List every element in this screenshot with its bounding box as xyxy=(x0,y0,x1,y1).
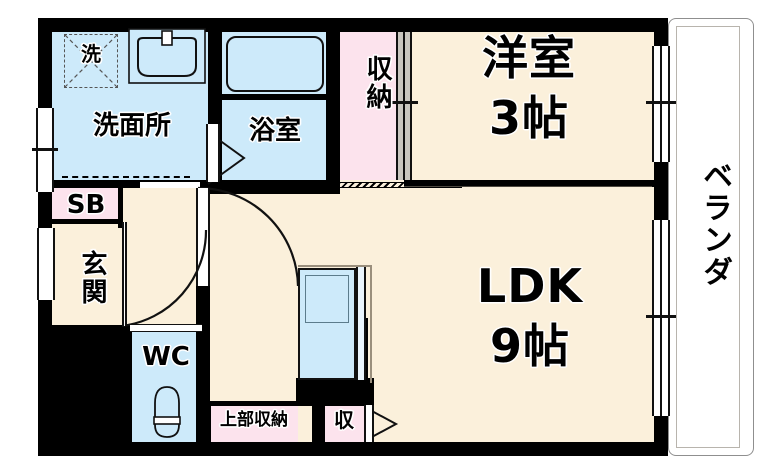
door-leaf-entrance xyxy=(122,222,127,326)
sliding-door-closet-leaf xyxy=(403,32,405,180)
bathroom-door-icon[interactable] xyxy=(206,130,248,188)
washing-machine-space-icon xyxy=(64,34,118,88)
kitchen-sink-icon xyxy=(305,275,349,323)
ldk-floor-line xyxy=(404,186,652,188)
wall-bathroom-bottom xyxy=(208,180,340,194)
wall-entrance-right xyxy=(118,188,123,228)
bathtub-icon xyxy=(226,36,324,92)
kitchen-guide-line-top xyxy=(298,265,372,267)
sliding-door-closet-mullion xyxy=(390,101,418,104)
window-washroom-mullion xyxy=(32,148,58,151)
room-upper-storage xyxy=(210,405,298,442)
closet-low-door-icon[interactable] xyxy=(368,408,400,440)
wall-upper-storage-top xyxy=(202,401,298,406)
room-ldk xyxy=(196,180,654,442)
door-swing-entrance[interactable] xyxy=(120,228,208,328)
room-bedroom xyxy=(404,32,654,180)
door-swing-ldk[interactable] xyxy=(196,186,302,286)
wall-outer-bottom xyxy=(38,442,668,456)
wall-bathtub-divider xyxy=(222,94,328,100)
veranda-inner-rail xyxy=(676,26,740,448)
wall-closet-low-left xyxy=(312,405,325,442)
kitchen-side-panel xyxy=(356,265,366,380)
room-closet-upper xyxy=(338,32,404,180)
kitchen-guide-line xyxy=(370,265,372,383)
vanity-sink-icon xyxy=(128,28,206,84)
threshold-bedroom-ldk xyxy=(338,182,462,188)
wall-kitchen-base xyxy=(296,378,374,406)
room-entrance xyxy=(52,223,120,325)
sliding-door-ldk-center-rail xyxy=(660,220,662,416)
room-closet-low xyxy=(324,405,368,442)
wall-bathroom-closet xyxy=(326,32,340,180)
door-leaf-ldk xyxy=(196,188,210,286)
toilet-door[interactable] xyxy=(130,324,202,332)
wall-toilet-left xyxy=(118,330,132,442)
sliding-door-bedroom-center-rail xyxy=(660,46,662,162)
room-shoebox xyxy=(52,188,120,223)
closet-low-door-jamb xyxy=(364,405,374,442)
washroom-door-sill xyxy=(140,182,200,188)
wall-washroom-bottom xyxy=(52,180,208,188)
toilet-bowl-icon xyxy=(153,386,181,438)
wall-upper-storage-left xyxy=(202,405,211,442)
washroom-door-dashed[interactable] xyxy=(62,176,190,178)
wall-shoebox-bottom xyxy=(52,219,120,224)
washing-machine-x-icon xyxy=(64,34,118,88)
entrance-door[interactable] xyxy=(37,228,55,300)
bathroom-door-jamb xyxy=(206,124,220,182)
